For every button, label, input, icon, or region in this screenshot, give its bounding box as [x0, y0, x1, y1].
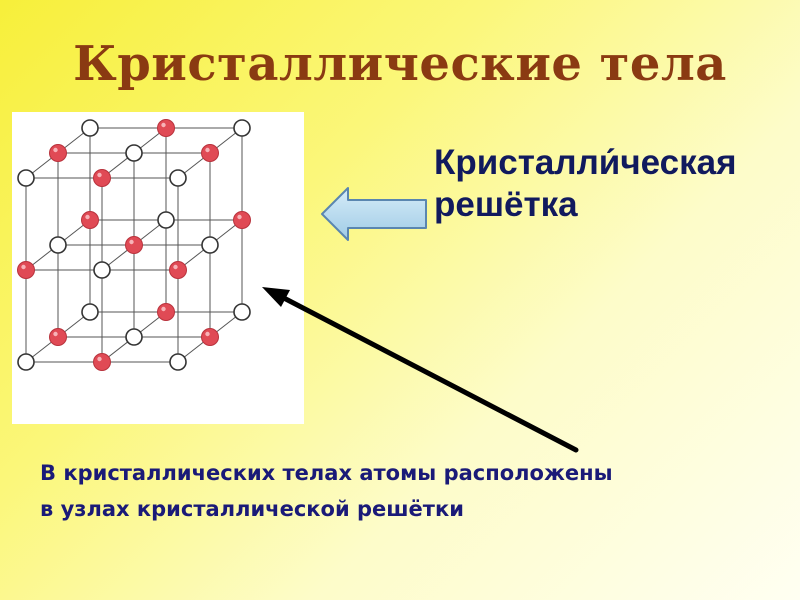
filled-atom	[201, 328, 219, 346]
lattice-label: Кристалли́ческая решётка	[434, 142, 794, 226]
crystal-lattice-svg	[17, 119, 251, 371]
open-atom	[169, 353, 187, 371]
filled-atom	[233, 211, 251, 229]
atom-highlight	[53, 331, 58, 337]
atom-highlight	[205, 147, 210, 153]
filled-atom	[93, 353, 111, 371]
lattice-label-line2: решётка	[434, 185, 578, 224]
slide-title: Кристаллические тела	[73, 36, 727, 92]
open-atom	[157, 211, 175, 229]
filled-atom	[169, 261, 187, 279]
atom-highlight	[173, 264, 178, 270]
open-atom	[233, 303, 251, 321]
open-atom	[17, 169, 35, 187]
atom-highlight	[161, 122, 166, 128]
open-atom	[233, 119, 251, 137]
open-atom	[81, 119, 99, 137]
atom-highlight	[97, 172, 102, 178]
filled-atom	[201, 144, 219, 162]
left-block-arrow-icon	[321, 187, 427, 241]
filled-atom	[157, 303, 175, 321]
atom-highlight	[53, 147, 58, 153]
open-atom	[17, 353, 35, 371]
filled-atom	[49, 144, 67, 162]
atom-highlight	[129, 239, 134, 245]
atom-highlight	[97, 356, 102, 362]
filled-atom	[49, 328, 67, 346]
filled-atom	[157, 119, 175, 137]
atom-highlight	[161, 306, 166, 312]
lattice-label-line1: Кристалли́ческая	[434, 143, 737, 182]
open-atom	[125, 328, 143, 346]
open-atom	[81, 303, 99, 321]
filled-atom	[125, 236, 143, 254]
atom-highlight	[21, 264, 26, 270]
atom-highlight	[237, 214, 242, 220]
caption-line2: в узлах кристаллической решётки	[40, 497, 464, 521]
open-atom	[93, 261, 111, 279]
open-atom	[49, 236, 67, 254]
atom-highlight	[205, 331, 210, 337]
caption-line1: В кристаллических телах атомы расположен…	[40, 461, 613, 485]
open-atom	[201, 236, 219, 254]
filled-atom	[81, 211, 99, 229]
filled-atom	[93, 169, 111, 187]
atom-highlight	[85, 214, 90, 220]
open-atom	[169, 169, 187, 187]
filled-atom	[17, 261, 35, 279]
open-atom	[125, 144, 143, 162]
crystal-lattice-diagram	[12, 112, 304, 424]
caption: В кристаллических телах атомы расположен…	[40, 455, 780, 527]
diagonal-pointer-arrow-icon	[262, 287, 579, 453]
